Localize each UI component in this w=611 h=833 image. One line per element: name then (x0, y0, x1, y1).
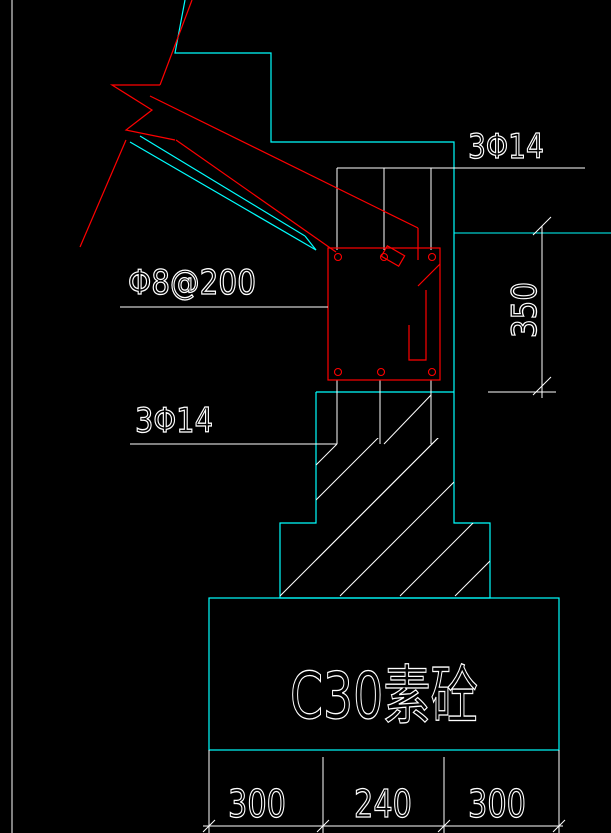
rebar-vertical-lines (315, 168, 432, 466)
beam-height-label: 350 (505, 282, 545, 338)
dimension-label-middle: 240 (354, 782, 412, 826)
beam-height-dimension (488, 216, 556, 398)
stirrup-label: Φ8@200 (128, 263, 256, 303)
concrete-grade-label: C30素砼 (290, 660, 478, 734)
beam-stirrup (327, 247, 441, 381)
slab-top-line (139, 135, 306, 237)
top-rebar-label: 3Φ14 (468, 127, 544, 167)
slab-underside-line (129, 141, 317, 251)
concrete-base-block (208, 597, 560, 751)
base-width-dimension (202, 750, 566, 833)
stirrup-hook (380, 244, 441, 361)
footing-hatch (280, 438, 490, 597)
wall-outline (174, 0, 491, 599)
bottom-rebar-label: 3Φ14 (135, 401, 213, 441)
dimension-label-right: 300 (468, 782, 526, 826)
slab-end-line (304, 235, 317, 251)
rebar-dots (333, 252, 437, 377)
dimension-label-left: 300 (228, 782, 286, 826)
dimension-labels: 300 240 300 (227, 781, 526, 826)
slab-rebar (79, 0, 419, 260)
